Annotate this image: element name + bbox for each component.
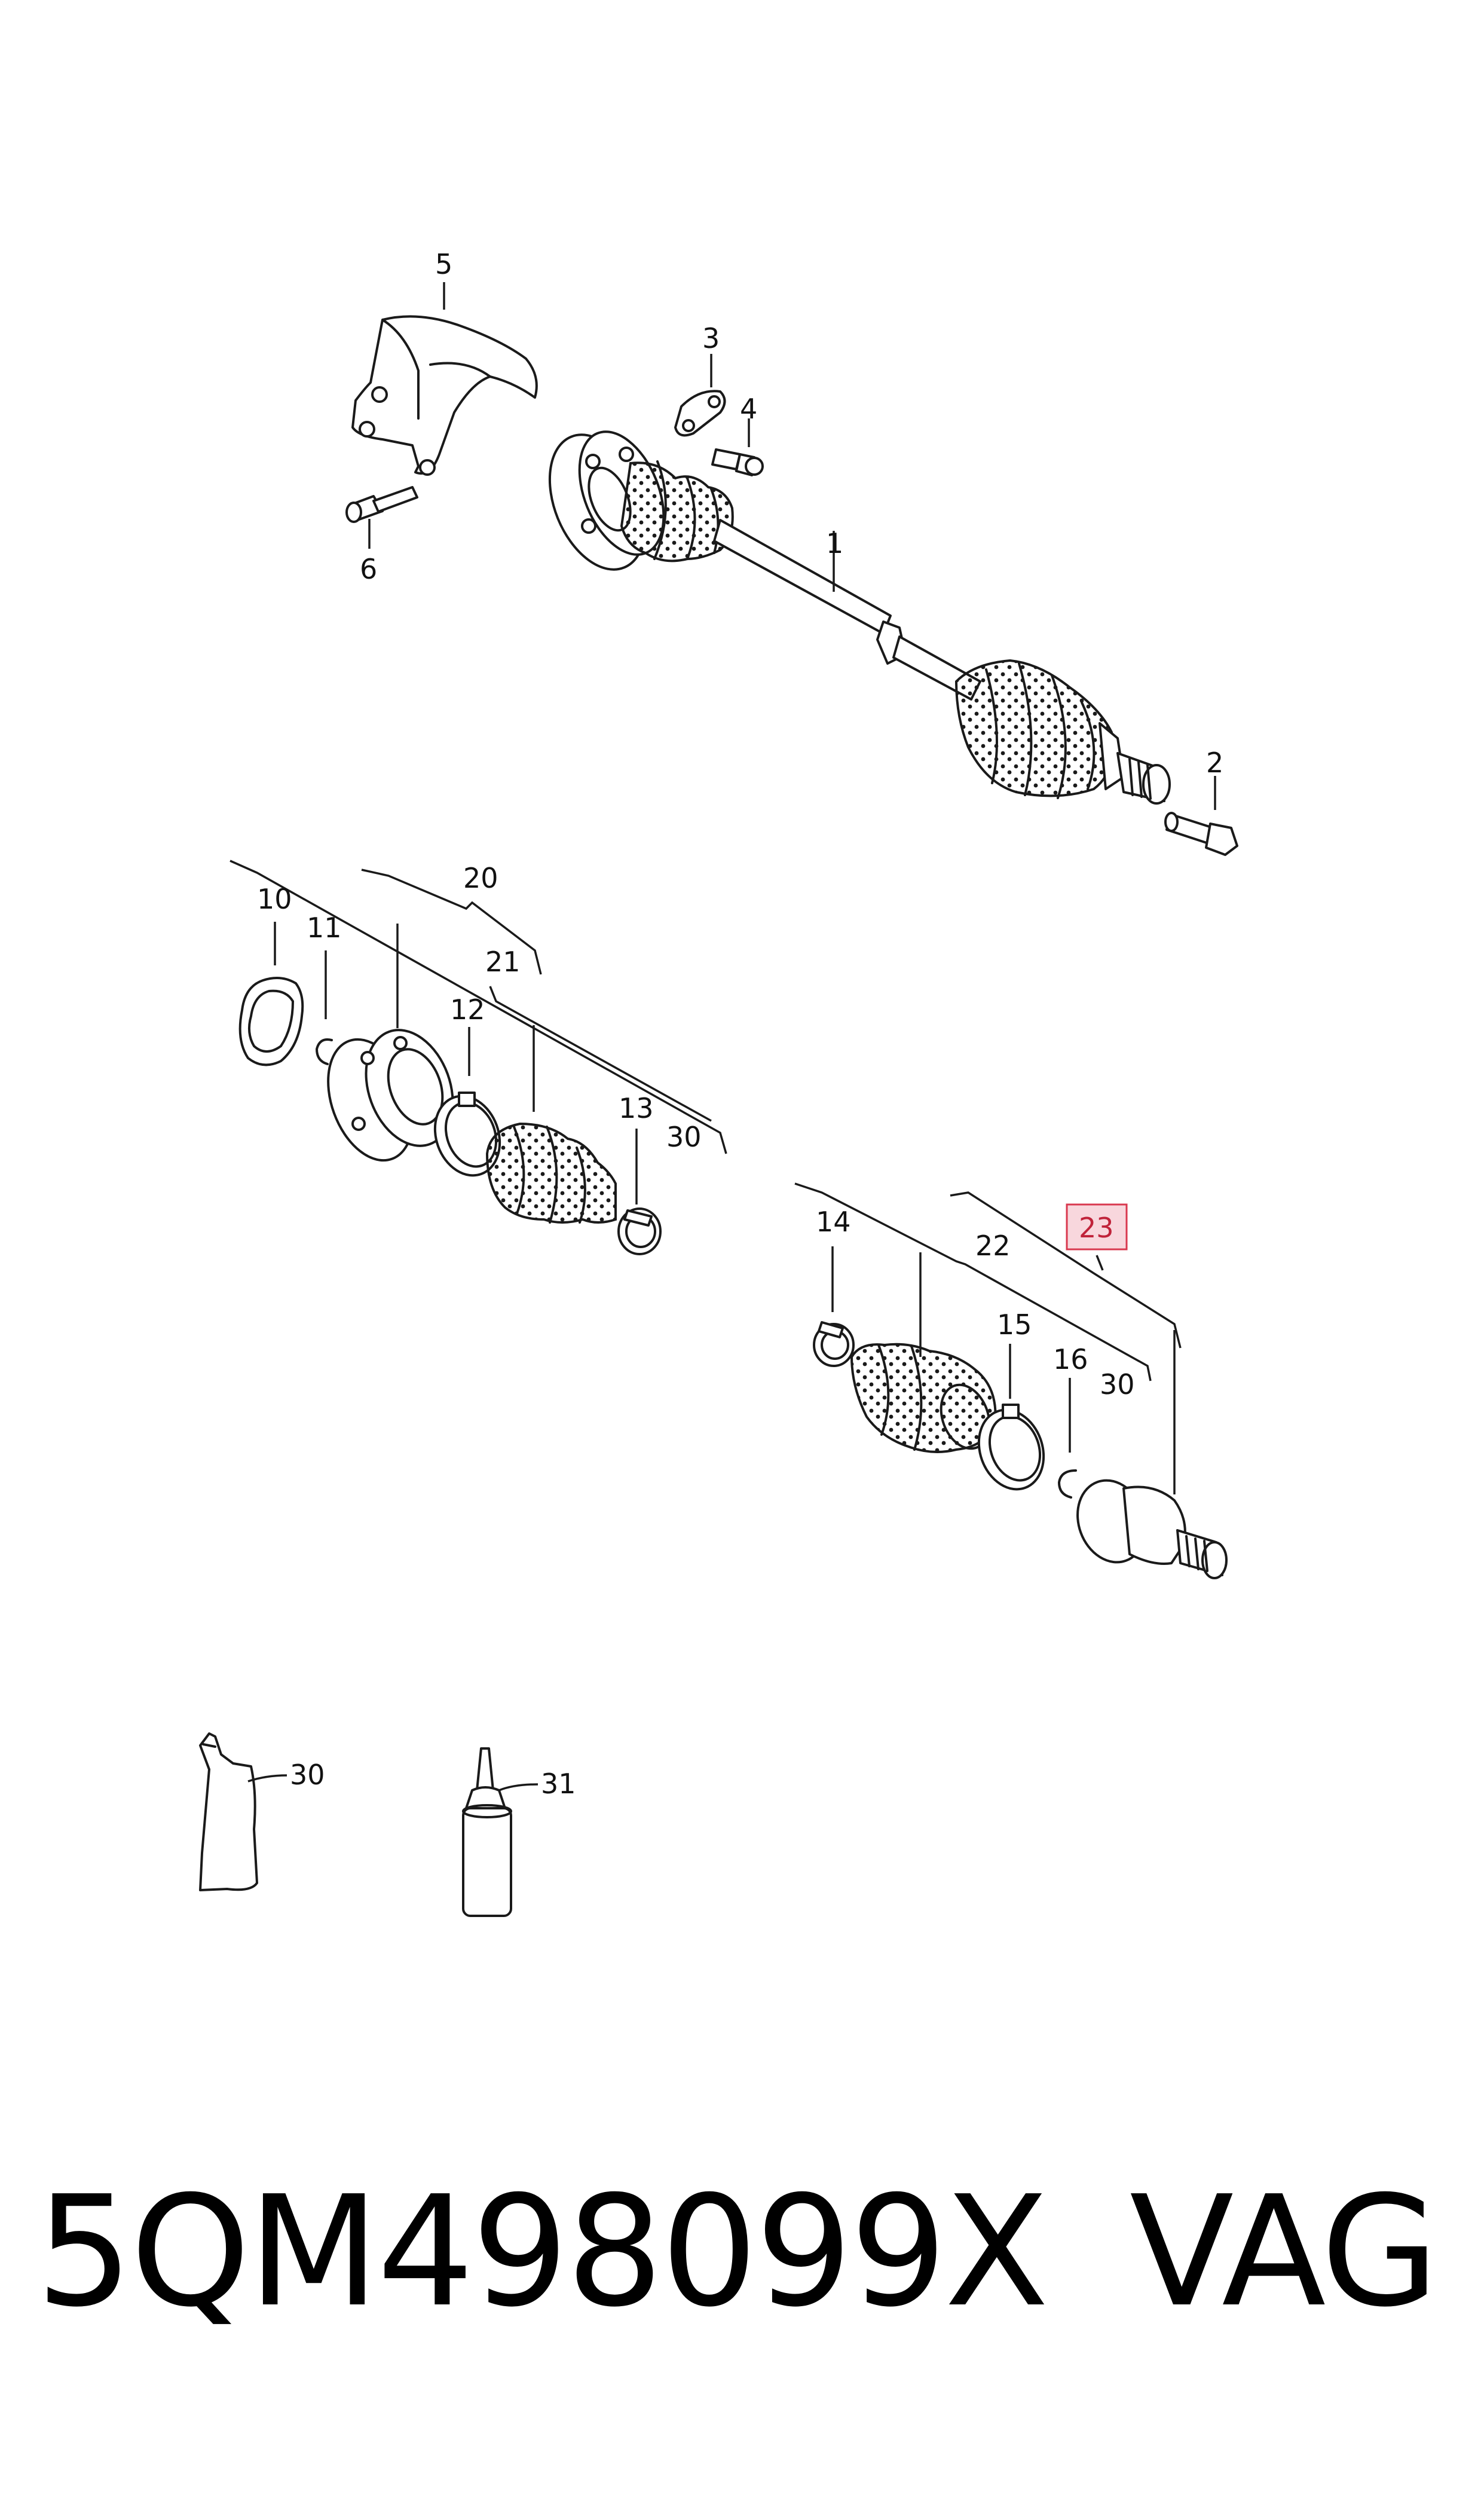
brand-name: VAG bbox=[1130, 2163, 1439, 2341]
callout-30: 30 bbox=[666, 1121, 702, 1153]
drive-shaft-assembly: 5 3 4 1 2 6 bbox=[345, 248, 1238, 856]
callout-3: 3 bbox=[702, 322, 720, 354]
callout-30: 30 bbox=[1100, 1368, 1135, 1401]
axle-shaft bbox=[713, 519, 981, 701]
callout-4: 4 bbox=[740, 393, 757, 425]
callout-13: 13 bbox=[619, 1092, 654, 1124]
callout-14: 14 bbox=[816, 1206, 851, 1238]
outer-boot bbox=[954, 659, 1114, 799]
callout-11: 11 bbox=[307, 912, 342, 944]
callout-21: 21 bbox=[485, 946, 521, 978]
callout-15: 15 bbox=[997, 1309, 1032, 1341]
locking-plate-3 bbox=[674, 390, 726, 437]
part-identification: 5QM498099X VAG bbox=[36, 2176, 1458, 2331]
bolt-6 bbox=[345, 486, 418, 523]
outer-joint-kit: 14 22 23 15 16 30 bbox=[794, 1182, 1228, 1579]
callout-31: 31 bbox=[541, 1768, 576, 1800]
callout-16: 16 bbox=[1053, 1343, 1088, 1375]
inner-boot bbox=[620, 460, 734, 562]
outer-cv-joint bbox=[1099, 722, 1171, 805]
highlighted-callout-23[interactable]: 23 bbox=[1066, 1203, 1128, 1251]
callout-6: 6 bbox=[360, 553, 377, 585]
heat-shield bbox=[351, 315, 538, 476]
callout-23: 23 bbox=[1079, 1212, 1114, 1244]
bolt-4 bbox=[711, 448, 764, 476]
part-number: 5QM498099X bbox=[36, 2163, 1049, 2341]
callout-2: 2 bbox=[1206, 747, 1223, 779]
inner-joint-kit: 10 11 20 21 12 13 30 bbox=[230, 860, 727, 1255]
callout-5: 5 bbox=[435, 248, 452, 280]
callout-10: 10 bbox=[257, 883, 292, 915]
grease-tube: 30 bbox=[199, 1732, 325, 1891]
sealant-bottle: 31 bbox=[462, 1747, 576, 1917]
callout-30: 30 bbox=[290, 1759, 325, 1791]
bolt-2 bbox=[1164, 812, 1238, 856]
callout-22: 22 bbox=[975, 1230, 1011, 1262]
callout-20: 20 bbox=[463, 862, 498, 894]
callout-12: 12 bbox=[450, 993, 485, 1026]
callout-1: 1 bbox=[826, 527, 843, 560]
